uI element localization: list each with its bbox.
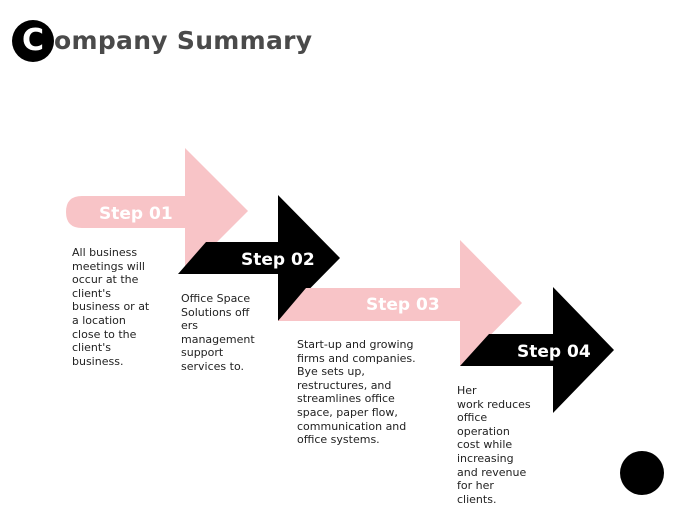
step-04-shape <box>460 287 614 413</box>
step-03-shape <box>278 240 522 366</box>
step-04-description: Her work reduces office operation cost w… <box>457 384 531 506</box>
step-03-description: Start-up and growing firms and companies… <box>297 338 416 447</box>
logo-circle <box>12 20 54 62</box>
step-02-description: Office Space Solutions off ers managemen… <box>181 292 255 373</box>
step-03-arrow: Step 03 <box>278 240 522 366</box>
step-01-shape <box>66 148 248 274</box>
step-02-label: Step 02 <box>241 250 315 270</box>
step-04-arrow: Step 04 <box>460 287 614 413</box>
decorative-dot <box>620 451 664 495</box>
page-title: ompany Summary <box>54 26 313 55</box>
step-01-description: All business meetings will occur at the … <box>72 246 150 368</box>
step-02-shape <box>178 195 340 321</box>
step-04-label: Step 04 <box>517 342 591 362</box>
step-03-label: Step 03 <box>366 295 440 315</box>
step-01-label: Step 01 <box>99 204 173 224</box>
logo-letter: C <box>21 23 45 58</box>
step-01-arrow: Step 01 <box>66 148 248 274</box>
step-02-arrow: Step 02 <box>178 195 340 321</box>
